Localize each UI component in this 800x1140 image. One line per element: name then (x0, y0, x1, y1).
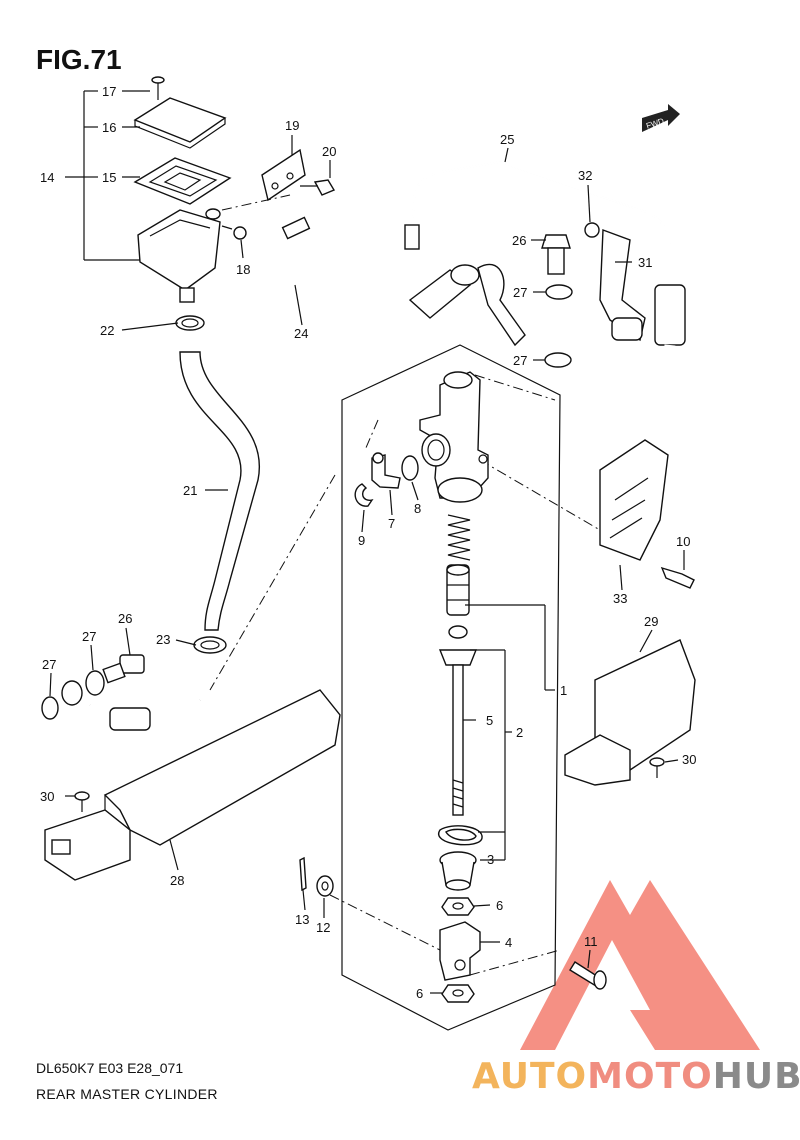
callout-10: 10 (676, 534, 690, 549)
reservoir-body-part (137, 208, 221, 303)
callout-30a: 30 (40, 789, 54, 804)
callout-23: 23 (156, 632, 170, 647)
bolt-32-part (584, 222, 600, 238)
callout-26a: 26 (512, 233, 526, 248)
figure-caption: REAR MASTER CYLINDER (36, 1086, 218, 1102)
callout-21: 21 (183, 483, 197, 498)
assembly-outline (341, 344, 561, 1031)
callout-33: 33 (613, 591, 627, 606)
washer-12-part (316, 875, 334, 897)
callout-15: 15 (102, 170, 116, 185)
o-ring-8-part (401, 455, 419, 481)
callout-24: 24 (294, 326, 308, 341)
watermark-logo-icon (520, 880, 760, 1050)
clevis-pin-part (569, 961, 607, 990)
screw-30a-part (74, 791, 90, 812)
callout-14: 14 (40, 170, 54, 185)
bolt-10-part (660, 566, 695, 589)
callout-31: 31 (638, 255, 652, 270)
union-bolt-upper-part (541, 234, 571, 275)
callout-19: 19 (285, 118, 299, 133)
callout-18: 18 (236, 262, 250, 277)
master-cylinder-body-part (419, 371, 489, 503)
bracket-bolt-part (300, 179, 336, 196)
watermark-text: AUTOMOTOHUB (472, 1056, 800, 1097)
hose-bracket-31-part (599, 229, 646, 342)
callout-28: 28 (170, 873, 184, 888)
rear-brake-hose-part (89, 284, 686, 731)
callout-5: 5 (486, 713, 493, 728)
screw-30b-part (649, 757, 665, 778)
piston-part (446, 564, 470, 616)
hose-clamp-lower-part (193, 636, 227, 654)
inlet-fitting-part (371, 452, 401, 489)
circlip-9-part (354, 483, 374, 507)
watermark-part3: HUB (712, 1056, 800, 1097)
callout-7: 7 (388, 516, 395, 531)
callout-12: 12 (316, 920, 330, 935)
bracket-1-2 (465, 604, 555, 861)
callout-13: 13 (295, 912, 309, 927)
figure-code: DL650K7 E03 E28_071 (36, 1060, 184, 1076)
bracket-plate-part (261, 148, 306, 202)
callout-2: 2 (516, 725, 523, 740)
nut-6b-part (441, 984, 475, 1003)
fwd-arrow-icon: FWD (642, 104, 680, 132)
callout-8: 8 (414, 501, 421, 516)
washer-27c-part (85, 670, 105, 696)
callout-9: 9 (358, 533, 365, 548)
callout-25: 25 (500, 132, 514, 147)
callout-4: 4 (505, 935, 512, 950)
watermark-part2: MOTO (587, 1056, 713, 1097)
leader-lines (49, 135, 685, 994)
washer-27a-part (545, 284, 573, 300)
callout-11: 11 (584, 934, 598, 949)
callout-27d: 27 (42, 657, 56, 672)
callout-27a: 27 (513, 285, 527, 300)
clevis-4-part (439, 921, 481, 981)
callout-6b: 6 (416, 986, 423, 1001)
figure-title: FIG.71 (36, 44, 122, 75)
spring-part (447, 514, 471, 561)
brake-hose-24-part (260, 216, 416, 329)
callout-29: 29 (644, 614, 658, 629)
brake-pipe-25-part (404, 160, 673, 290)
callout-32: 32 (578, 168, 592, 183)
brake-hose-union-part (408, 263, 526, 347)
circlip-part (438, 825, 483, 846)
push-rod-part (438, 625, 478, 816)
callout-27b: 27 (513, 353, 527, 368)
hose-guide-33-part (599, 439, 669, 561)
washer-27b-part (544, 352, 572, 368)
reservoir-bolt-part (221, 225, 247, 240)
callout-22: 22 (100, 323, 114, 338)
callout-1: 1 (560, 683, 567, 698)
callout-26b: 26 (118, 611, 132, 626)
diaphragm-part (133, 157, 232, 205)
heel-guard-28-part (44, 689, 341, 881)
cotter-pin-part (299, 856, 307, 892)
union-fitting-part (61, 680, 83, 706)
hose-clamp-upper-part (175, 315, 205, 331)
washer-27d-part (41, 696, 59, 720)
boot-3-part (439, 851, 477, 891)
callout-16: 16 (102, 120, 116, 135)
callout-17: 17 (102, 84, 116, 99)
reservoir-screw-part (151, 76, 165, 100)
callout-27c: 27 (82, 629, 96, 644)
callout-30b: 30 (682, 752, 696, 767)
watermark-part1: AUTO (472, 1056, 588, 1097)
callout-6a: 6 (496, 898, 503, 913)
reservoir-hose-part (179, 351, 261, 631)
cover-29-part (564, 639, 696, 786)
callout-3: 3 (487, 852, 494, 867)
callout-20: 20 (322, 144, 336, 159)
nut-6a-part (441, 897, 475, 916)
reservoir-cap-part (133, 97, 227, 149)
union-bolt-lower-part (102, 654, 145, 684)
